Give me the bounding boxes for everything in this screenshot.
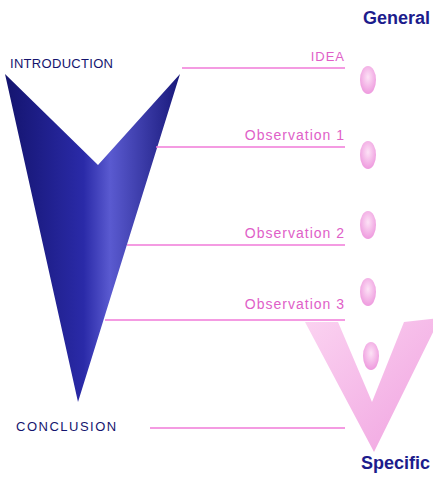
pink-dot (363, 342, 379, 370)
pink-dot (360, 278, 376, 306)
step-label: Observation 2 (245, 225, 345, 241)
stage-label: INTRODUCTION (10, 57, 113, 72)
pink-rule (127, 244, 345, 246)
pink-dot (360, 211, 376, 239)
pink-rule (150, 427, 345, 429)
scale-label: General (363, 8, 430, 29)
step-label: Observation 1 (245, 127, 345, 143)
pink-rule (105, 319, 345, 321)
pink-dot (360, 66, 376, 94)
scale-label: Specific (361, 453, 430, 474)
step-label: IDEA (311, 50, 345, 65)
pink-rule (156, 146, 345, 148)
step-label: Observation 3 (245, 296, 345, 312)
stage-label: CONCLUSION (16, 420, 118, 435)
funnel-arrow (5, 74, 180, 402)
pink-dot (360, 141, 376, 169)
pink-rule (182, 67, 345, 69)
pink-chevron (305, 318, 433, 452)
